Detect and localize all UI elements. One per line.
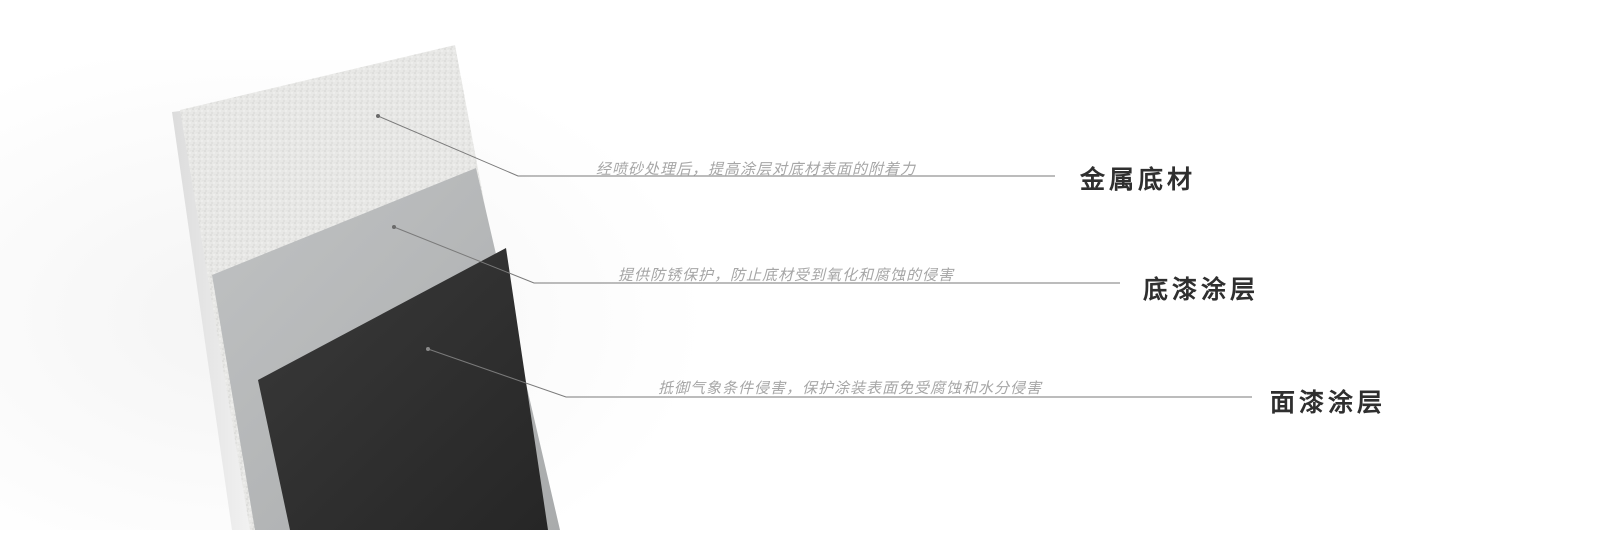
substrate-edge — [172, 110, 252, 530]
substrate-description: 经喷砂处理后，提高涂层对底材表面的附着力 — [596, 160, 917, 178]
topcoat-title: 面漆涂层 — [1270, 388, 1387, 417]
topcoat-layer — [258, 248, 548, 530]
leader-line-topcoat — [427, 348, 1252, 398]
primer-description: 提供防锈保护，防止底材受到氧化和腐蚀的侵害 — [618, 266, 955, 284]
leader-dot-topcoat — [426, 347, 430, 351]
leader-dot-substrate — [376, 114, 380, 118]
leader-line-substrate — [377, 115, 1055, 177]
topcoat-description: 抵御气象条件侵害，保护涂装表面免受腐蚀和水分侵害 — [658, 379, 1043, 397]
leader-dot-primer — [392, 225, 396, 229]
substrate-title: 金属底材 — [1080, 165, 1197, 194]
primer-title: 底漆涂层 — [1143, 275, 1260, 304]
leader-line-primer — [393, 226, 1120, 284]
